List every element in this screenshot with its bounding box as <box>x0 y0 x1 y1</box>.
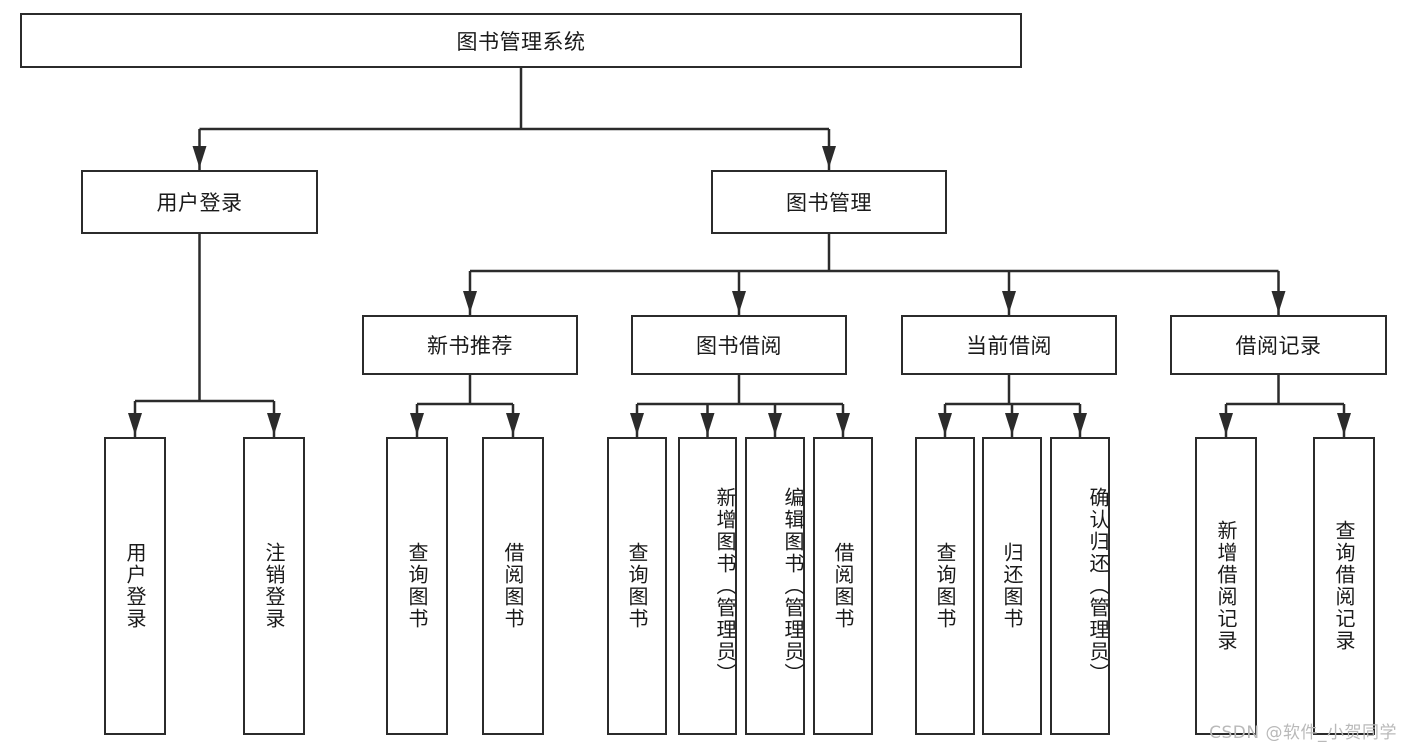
node-leaf-query-1[interactable]: 查询图书 <box>386 437 448 735</box>
node-label: 归还图书 <box>1000 542 1024 630</box>
connector-arrowhead <box>192 146 207 168</box>
node-leaf-query-2[interactable]: 查询图书 <box>607 437 667 735</box>
node-label: 注销登录 <box>262 542 286 630</box>
node-label: 查询借阅记录 <box>1332 520 1356 652</box>
node-label: 编辑图书（管理员） <box>781 487 805 685</box>
node-label: 查询图书 <box>405 542 429 630</box>
connector-arrowhead <box>410 413 424 435</box>
node-label: 借阅图书 <box>501 542 525 630</box>
node-book-manage[interactable]: 图书管理 <box>711 170 947 234</box>
connector-arrowhead <box>1073 413 1087 435</box>
node-label: 用户登录 <box>156 191 243 215</box>
node-label: 借阅记录 <box>1235 334 1322 358</box>
connector-arrowhead <box>732 291 746 313</box>
connector-arrowhead <box>128 413 142 435</box>
node-label: 用户登录 <box>123 542 147 630</box>
node-label: 查询图书 <box>625 542 649 630</box>
node-new-book-rec[interactable]: 新书推荐 <box>362 315 578 375</box>
node-leaf-borrow-1[interactable]: 借阅图书 <box>482 437 544 735</box>
connector-arrowhead <box>700 413 715 435</box>
node-label: 当前借阅 <box>966 334 1052 358</box>
connector-arrowhead <box>1005 413 1019 435</box>
connector-arrowhead <box>463 291 477 313</box>
node-leaf-confirm[interactable]: 确认归还（管理员） <box>1050 437 1110 735</box>
connector-arrowhead <box>267 413 281 435</box>
node-label: 确认归还（管理员） <box>1086 487 1110 685</box>
connector-arrowhead <box>836 413 850 435</box>
connector-arrowhead <box>1271 291 1286 313</box>
node-root[interactable]: 图书管理系统 <box>20 13 1022 68</box>
node-borrow-record[interactable]: 借阅记录 <box>1170 315 1387 375</box>
node-label: 新增图书（管理员） <box>713 487 737 685</box>
connector-arrowhead <box>630 413 644 435</box>
connector-arrowhead <box>506 413 520 435</box>
node-leaf-return[interactable]: 归还图书 <box>982 437 1042 735</box>
node-label: 新书推荐 <box>427 334 513 358</box>
node-leaf-borrow-2[interactable]: 借阅图书 <box>813 437 873 735</box>
node-current-borrow[interactable]: 当前借阅 <box>901 315 1117 375</box>
connector-arrowhead <box>768 413 782 435</box>
node-leaf-logout[interactable]: 注销登录 <box>243 437 305 735</box>
connector-arrowhead <box>1002 291 1016 313</box>
connector-arrowhead <box>938 413 952 435</box>
node-label: 图书借阅 <box>696 334 782 358</box>
connector-arrowhead <box>1337 413 1351 435</box>
node-leaf-edit-book[interactable]: 编辑图书（管理员） <box>745 437 805 735</box>
node-book-borrow[interactable]: 图书借阅 <box>631 315 847 375</box>
node-leaf-login[interactable]: 用户登录 <box>104 437 166 735</box>
watermark: CSDN @软件_小贺同学 <box>1209 723 1397 743</box>
node-leaf-add-book[interactable]: 新增图书（管理员） <box>678 437 737 735</box>
connector-arrowhead <box>822 146 836 168</box>
node-label: 新增借阅记录 <box>1214 520 1238 652</box>
node-leaf-add-rec[interactable]: 新增借阅记录 <box>1195 437 1257 735</box>
node-label: 借阅图书 <box>831 542 855 630</box>
node-leaf-query-rec[interactable]: 查询借阅记录 <box>1313 437 1375 735</box>
node-label: 图书管理系统 <box>456 29 586 54</box>
connector-arrowhead <box>1219 413 1233 435</box>
node-leaf-query-3[interactable]: 查询图书 <box>915 437 975 735</box>
node-label: 查询图书 <box>933 542 957 630</box>
node-user-login[interactable]: 用户登录 <box>81 170 318 234</box>
node-label: 图书管理 <box>786 191 872 215</box>
